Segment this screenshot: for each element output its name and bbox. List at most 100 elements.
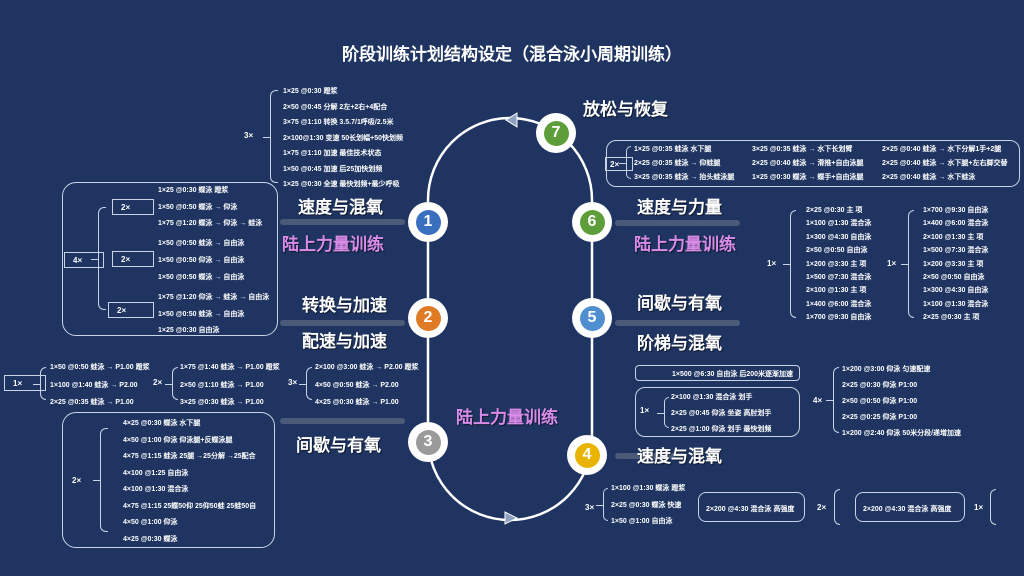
divider — [280, 219, 405, 225]
set-line: 1×75 @1:40 蛙泳 → P1.00 蹬浆 — [180, 364, 280, 371]
set-line: 1×200 @3:30 主 项 — [806, 260, 867, 268]
heading-step6-land: 陆上力量训练 — [634, 235, 736, 254]
repeat-count: 2× — [153, 378, 163, 387]
set-box: 2×200 @4:30 混合泳 高强度 — [855, 492, 965, 522]
set-line: 2×100 @3:00 蛙泳 → P2.00 蹬浆 — [315, 364, 419, 371]
set-line: 1×75 @1:20 仰泳 → 蛙泳 → 自由泳 — [158, 294, 270, 301]
step-node-2[interactable]: 2 — [408, 298, 448, 338]
set-line: 2×100 @1:30 主 项 — [806, 287, 867, 295]
set-line: 2×25 @1:00 仰泳 划手 最快划频 — [671, 426, 772, 433]
set-line: 1×100 @1:40 蛙泳 → P2.00 — [50, 381, 138, 389]
node-number: 7 — [543, 120, 569, 146]
brace — [783, 210, 796, 318]
set-line: 4×100 @1:25 自由泳 — [123, 469, 189, 477]
repeat-count: 4× — [64, 252, 104, 268]
brace — [596, 488, 608, 521]
divider — [615, 220, 740, 226]
set-line: 1×75 @1:20 蝶泳 → 仰泳 → 蛙泳 — [158, 220, 263, 227]
step-node-4[interactable]: 4 — [567, 435, 607, 475]
set-line: 4×25 @0:30 蝶泳 — [123, 535, 178, 543]
set-line: 2×25 @0:30 主 项 — [806, 207, 863, 214]
set-line: 1×50 @0:50 仰泳 → 自由泳 — [158, 257, 245, 264]
set-list: 1×50 @0:50 蛙泳 → P1.00 蹬浆 1×100 @1:40 蛙泳 →… — [50, 362, 150, 415]
set-line: 1×25 @0:30 蝶泳 蹬浆 — [158, 187, 229, 194]
repeat-count: 2× — [112, 199, 154, 215]
set-line: 2×25 @0:25 仰泳 P1:00 — [842, 414, 918, 421]
heading-step5b: 阶梯与混氧 — [637, 334, 722, 353]
set-line: 4×50 @1:00 仰泳 — [123, 519, 178, 526]
heading-step7: 放松与恢复 — [583, 100, 668, 119]
page-title: 阶段训练计划结构设定（混合泳小周期训练） — [342, 45, 682, 64]
brace — [165, 367, 178, 400]
set-line: 2×50 @0:45 分解 2左+2右+4配合 — [283, 103, 388, 111]
set-line: 1×75 @1:10 加速 最佳技术状态 — [283, 150, 382, 157]
set-list: 2×25 @0:40 蛙泳 → 水下分解1手+2腿 2×25 @0:40 蛙泳 →… — [882, 144, 1007, 186]
set-line: 2×100@1:30 变速 50长划幅+50快划频 — [283, 134, 404, 142]
set-line: 1×50 @0:50 蛙泳 → P1.00 蹬浆 — [50, 364, 150, 371]
brace — [826, 367, 839, 433]
set-line: 1×700 @9:30 自由泳 — [806, 314, 872, 322]
step-node-5[interactable]: 5 — [572, 298, 612, 338]
set-box — [635, 387, 800, 437]
set-line: 4×50 @1:00 仰泳 仰泳腿+反蝶泳腿 — [123, 436, 233, 444]
repeat-count: 1× — [887, 259, 897, 268]
repeat-count: 3× — [244, 131, 254, 140]
set-list: 1×200 @3:00 仰泳 匀速配速 2×25 @0:30 仰泳 P1:00 2×… — [842, 364, 961, 444]
node-number: 5 — [579, 305, 605, 331]
set-line: 2×25 @0:35 蛙泳 → 仰蛙腿 — [634, 160, 721, 167]
repeat-count: 4× — [813, 396, 823, 405]
set-line: 4×50 @0:50 蛙泳 → P2.00 — [315, 381, 399, 389]
set-line: 2×25 @0:35 蛙泳 → P1.00 — [50, 399, 134, 406]
repeat-count: 1× — [974, 503, 984, 512]
brace — [263, 90, 278, 183]
set-line: 2×25 @0:30 仰泳 P1:00 — [842, 382, 918, 389]
set-line: 1×200 @2:40 仰泳 50米分段/递增加速 — [842, 430, 962, 437]
heading-step3: 间歇与有氧 — [296, 436, 381, 455]
step-node-7[interactable]: 7 — [536, 113, 576, 153]
heading-step4: 速度与混氧 — [637, 447, 722, 466]
set-box — [62, 412, 275, 548]
set-line: 1×700 @9:30 自由泳 — [923, 207, 989, 214]
set-line: 2×50 @0:50 自由泳 — [923, 273, 985, 281]
repeat-count: 2× — [112, 251, 154, 267]
node-number: 3 — [415, 429, 441, 455]
set-line: 2×25 @0:40 蛙泳 → 水下腿+左右脚交替 — [882, 160, 1008, 167]
set-line: 1×400 @6:00 混合泳 — [806, 300, 872, 308]
repeat-count: 2× — [605, 157, 633, 171]
set-line: 2×25 @0:30 蝶泳 快速 — [611, 501, 682, 509]
set-line: 2×100 @1:30 主 项 — [923, 233, 984, 241]
set-line: 2×25 @0:40 蛙泳 → 水下分解1手+2腿 — [882, 146, 1002, 153]
set-line: 1×100 @1:30 混合泳 — [923, 300, 989, 308]
set-box — [606, 140, 1020, 187]
brace — [619, 146, 631, 179]
set-box-top: 1×500 @6:30 自由泳 后200米逐渐加速 — [635, 365, 800, 381]
set-line: 3×25 @0:30 蛙泳 → P1.00 — [180, 399, 264, 406]
set-line: 3×75 @1:10 转换 3.5.7/1呼吸/2.5米 — [283, 119, 394, 126]
set-line: 1×200 @3:00 仰泳 匀速配速 — [842, 366, 931, 373]
set-line: 1×100 @1:30 蝶泳 蹬浆 — [611, 485, 686, 492]
repeat-count: 1× — [4, 375, 46, 391]
set-line: 1×50 @0:45 加速 后25加快划频 — [283, 165, 383, 173]
arrow-bottom-icon — [504, 511, 519, 525]
brace — [93, 428, 108, 532]
set-line: 1×500 @7:30 混合泳 — [923, 247, 989, 255]
set-line: 4×25 @0:30 蛙泳 → P1.00 — [315, 399, 399, 406]
repeat-count: 2× — [108, 302, 154, 318]
set-line: 4×100 @1:30 混合泳 — [123, 486, 189, 493]
set-line: 1×300 @4:30 自由泳 — [923, 287, 989, 295]
set-list: 2×100 @3:00 蛙泳 → P2.00 蹬浆 4×50 @0:50 蛙泳 →… — [315, 362, 419, 415]
heading-step2b: 配速与加速 — [302, 332, 387, 351]
step-node-1[interactable]: 1 — [408, 202, 448, 242]
step-node-6[interactable]: 6 — [572, 202, 612, 242]
set-line: 2×25 @0:40 蛙泳 → 滑推+自由泳腿 — [752, 160, 864, 167]
brace — [657, 397, 669, 428]
set-line: 1×25 @0:35 蛙泳 水下腿 — [634, 146, 712, 153]
step-node-3[interactable]: 3 — [408, 422, 448, 462]
heading-step5a: 间歇与有氧 — [637, 294, 722, 313]
